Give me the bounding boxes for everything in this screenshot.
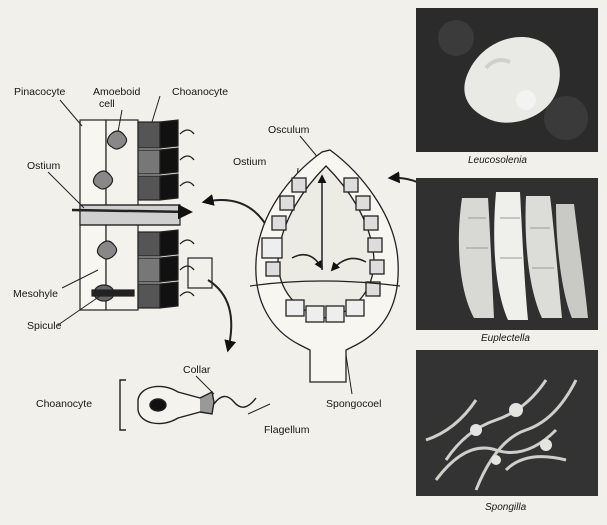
label-amoeboid-cell-2: cell bbox=[99, 98, 115, 110]
choanocyte-detail bbox=[120, 380, 256, 430]
label-choanocyte-top: Choanocyte bbox=[172, 86, 228, 98]
label-osculum: Osculum bbox=[268, 124, 309, 136]
label-spicule: Spicule bbox=[27, 320, 61, 332]
label-ostium-right: Ostium bbox=[233, 156, 266, 168]
label-ostium-left: Ostium bbox=[27, 160, 60, 172]
callout-arrow-2 bbox=[208, 280, 231, 350]
photo-leucosolenia bbox=[416, 8, 598, 152]
callout-arrow-1 bbox=[204, 200, 270, 232]
body-wall-section bbox=[72, 120, 212, 310]
label-choanocyte-bottom: Choanocyte bbox=[36, 398, 92, 410]
photo-spongilla bbox=[416, 350, 598, 496]
ostium-canal bbox=[80, 205, 180, 225]
label-pinacocyte: Pinacocyte bbox=[14, 86, 65, 98]
caption-euplectella: Euplectella bbox=[481, 333, 530, 344]
sponge-body bbox=[256, 150, 398, 382]
caption-leucosolenia: Leucosolenia bbox=[468, 155, 527, 166]
photo-euplectella bbox=[416, 178, 598, 330]
caption-spongilla: Spongilla bbox=[485, 502, 526, 513]
label-amoeboid-cell: Amoeboid bbox=[93, 86, 140, 98]
label-flagellum: Flagellum bbox=[264, 424, 310, 436]
label-spongocoel: Spongocoel bbox=[326, 398, 381, 410]
label-collar: Collar bbox=[183, 364, 210, 376]
label-mesohyle: Mesohyle bbox=[13, 288, 58, 300]
